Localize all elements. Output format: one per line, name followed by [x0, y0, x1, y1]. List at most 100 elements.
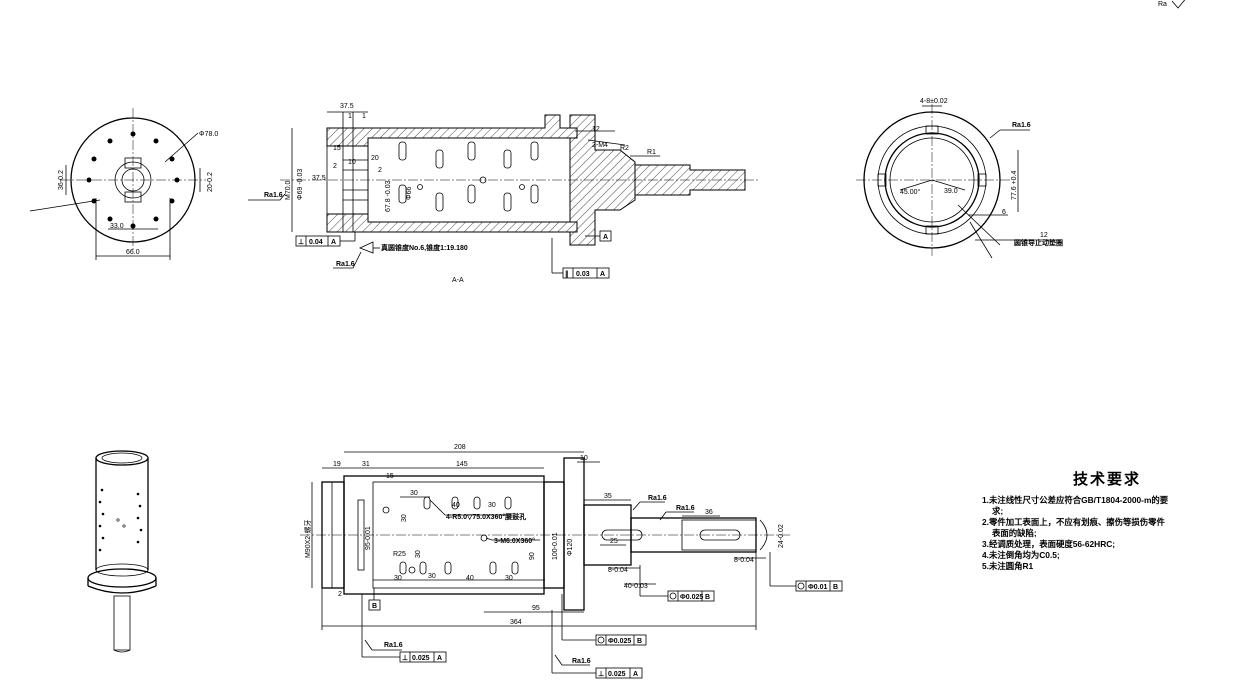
svg-text:∥: ∥ [565, 270, 569, 278]
svg-text:20-0.2: 20-0.2 [207, 172, 214, 192]
section-view: 37.5 1 1 15 20 2 10 2 37.5 M70.0 Φ69 -0.… [248, 103, 760, 284]
svg-text:0.03: 0.03 [576, 271, 590, 278]
perp-frame-section: ⊥ 0.04 A [295, 232, 356, 247]
svg-text:2-M4: 2-M4 [592, 142, 608, 149]
svg-text:A: A [603, 234, 608, 241]
svg-text:45.00°: 45.00° [900, 188, 921, 196]
svg-text:208: 208 [454, 444, 466, 451]
concentricity-frame-3: Φ0.025 B [561, 594, 647, 646]
svg-text:10: 10 [348, 159, 356, 166]
svg-text:A: A [633, 671, 638, 678]
svg-text:67.8 -0.03: 67.8 -0.03 [385, 180, 392, 212]
svg-text:Φ78.0: Φ78.0 [199, 131, 218, 138]
svg-text:12: 12 [1040, 232, 1048, 239]
svg-text:12: 12 [592, 126, 600, 133]
svg-text:Φ69 -0.03: Φ69 -0.03 [297, 169, 304, 200]
svg-text:4-R5.0▽75.0X360°腰鼓孔: 4-R5.0▽75.0X360°腰鼓孔 [446, 512, 526, 521]
svg-text:Ra1.6: Ra1.6 [648, 495, 667, 502]
roughness-corner-mark: Ra [1158, 0, 1186, 9]
svg-text:M70.0: M70.0 [285, 180, 292, 200]
svg-text:3-M6.0X360°: 3-M6.0X360° [494, 537, 535, 545]
svg-text:Φ0.025: Φ0.025 [608, 638, 631, 645]
tech-item: 2.零件加工表面上，不应有划痕、擦伤等损伤零件 [982, 517, 1165, 527]
svg-text:30: 30 [428, 573, 436, 580]
svg-text:36-0.2: 36-0.2 [58, 170, 65, 190]
svg-text:77.6 +0.4: 77.6 +0.4 [1011, 171, 1018, 200]
svg-text:R2: R2 [620, 145, 629, 152]
tech-item: 1.未注线性尺寸公差应符合GB/T1804-2000-m的要 [982, 495, 1169, 505]
parallel-frame: ∥ 0.03 A [551, 238, 610, 279]
svg-text:R1: R1 [647, 149, 656, 156]
svg-text:Ra1.6: Ra1.6 [264, 192, 283, 199]
svg-text:2: 2 [378, 167, 382, 174]
svg-text:30: 30 [410, 490, 418, 497]
svg-text:145: 145 [456, 461, 468, 468]
svg-text:90: 90 [529, 552, 536, 560]
svg-text:30: 30 [415, 550, 422, 558]
svg-text:95-0.01: 95-0.01 [365, 526, 372, 550]
svg-text:40: 40 [466, 575, 474, 582]
svg-text:0.025: 0.025 [412, 655, 430, 662]
technical-requirements: 技术要求 1.未注线性尺寸公差应符合GB/T1804-2000-m的要 求; 2… [982, 468, 1232, 572]
svg-text:35: 35 [604, 493, 612, 500]
svg-text:Φ66: Φ66 [406, 187, 413, 200]
svg-text:⊥: ⊥ [298, 238, 304, 246]
svg-text:M90X2-螺牙: M90X2-螺牙 [303, 519, 312, 558]
svg-text:30: 30 [488, 502, 496, 509]
svg-text:2: 2 [333, 163, 337, 170]
tech-item: 表面的缺陷; [992, 528, 1037, 538]
svg-text:B: B [833, 584, 838, 591]
svg-text:2: 2 [338, 591, 342, 598]
tech-item: 4.未注倒角均为C0.5; [982, 550, 1060, 560]
front-view: 208 19 31 145 10 15 30 40 30 30 4-R5.0▽7… [300, 444, 843, 679]
svg-text:37.5: 37.5 [312, 175, 326, 182]
svg-text:364: 364 [510, 619, 522, 626]
svg-text:30: 30 [394, 575, 402, 582]
svg-text:Φ120: Φ120 [567, 539, 574, 556]
svg-text:A-A: A-A [452, 277, 464, 284]
tech-item: 3.经调质处理，表面硬度56-62HRC; [982, 539, 1116, 549]
concentricity-frame-2: Φ0.01 B [769, 552, 843, 592]
svg-text:0.025: 0.025 [608, 671, 626, 678]
svg-text:B: B [705, 594, 710, 601]
svg-text:Ra1.6: Ra1.6 [572, 658, 591, 665]
svg-text:37.5: 37.5 [340, 103, 354, 110]
svg-text:R25: R25 [393, 551, 406, 558]
svg-text:圆锥导止动垫圈: 圆锥导止动垫圈 [1014, 238, 1063, 247]
svg-text:Ra1.6: Ra1.6 [676, 505, 695, 512]
svg-text:A: A [600, 271, 605, 278]
svg-text:Ra1.6: Ra1.6 [384, 642, 403, 649]
svg-text:真圆锥度No.6,锥度1:19.180: 真圆锥度No.6,锥度1:19.180 [381, 243, 468, 252]
svg-text:100-0.01: 100-0.01 [552, 532, 559, 560]
svg-text:⊥: ⊥ [598, 670, 604, 678]
svg-text:Φ0.025: Φ0.025 [680, 594, 703, 601]
svg-text:1: 1 [348, 113, 352, 120]
svg-text:19: 19 [333, 461, 341, 468]
svg-text:33.0: 33.0 [110, 223, 124, 230]
svg-text:8-0.04: 8-0.04 [734, 557, 754, 564]
svg-text:A: A [437, 655, 442, 662]
iso-view [87, 450, 157, 653]
tech-title: 技术要求 [1072, 471, 1141, 488]
iso-holes [98, 488, 143, 552]
bolt-holes [86, 131, 180, 229]
svg-text:⊥: ⊥ [402, 654, 408, 662]
svg-text:Ra: Ra [1158, 1, 1167, 8]
perp-frame-2: ⊥ 0.025 A [551, 610, 643, 679]
front-holes [382, 496, 519, 575]
end-view-left: Φ78.0 36-0.2 20-0.2 33.0 66.0 [29, 108, 218, 260]
svg-text:0.04: 0.04 [309, 239, 323, 246]
concentricity-frame-1: Φ0.025 B [639, 565, 715, 602]
perp-frame-1: ⊥ 0.025 A [361, 594, 447, 663]
svg-text:15: 15 [386, 473, 394, 480]
svg-text:24-0.02: 24-0.02 [778, 524, 785, 548]
svg-text:66.0: 66.0 [126, 249, 140, 256]
svg-text:Φ0.01: Φ0.01 [808, 584, 827, 591]
svg-text:B: B [637, 638, 642, 645]
svg-text:36: 36 [705, 509, 713, 516]
svg-text:95: 95 [532, 605, 540, 612]
tech-item: 求; [992, 506, 1004, 516]
svg-text:Ra1.6: Ra1.6 [1012, 122, 1031, 129]
end-view-right: 4-8±0.02 77.6 +0.4 45.00° 39.0 6 12 圆锥导止… [856, 98, 1063, 259]
